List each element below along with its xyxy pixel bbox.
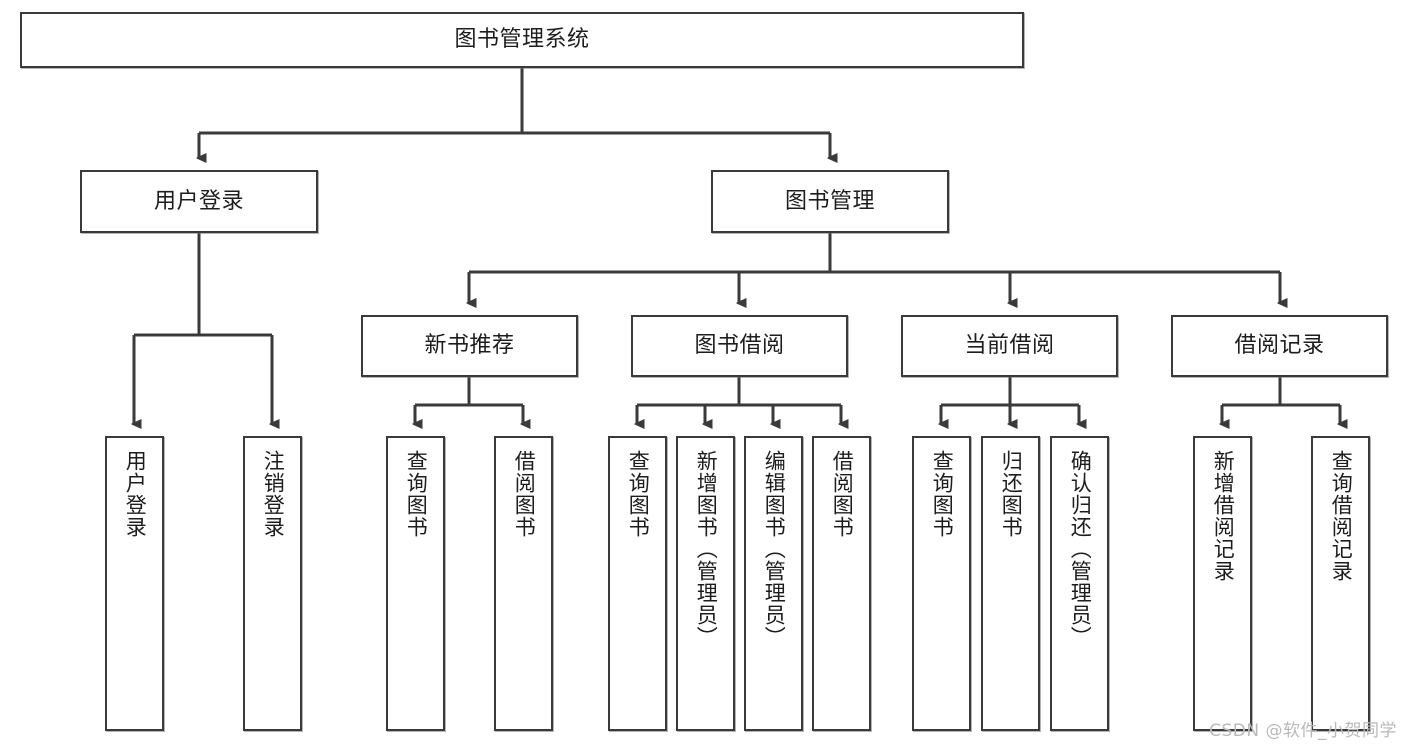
node-new-book-recommendation[interactable]: 新书推荐 [361, 315, 578, 377]
node-leaf-user-login[interactable]: 用户登录 [105, 436, 164, 731]
node-leaf-query-book-borrow[interactable]: 查询图书 [608, 436, 667, 731]
node-label: 新书推荐 [424, 333, 515, 359]
node-label: 新增借阅记录 [1211, 450, 1236, 582]
node-label: 查询图书 [626, 450, 651, 538]
node-label: 编辑图书（管理员） [762, 450, 787, 648]
node-leaf-query-book-current[interactable]: 查询图书 [912, 436, 971, 731]
node-label: 确认归还（管理员） [1068, 450, 1093, 648]
node-book-management-system[interactable]: 图书管理系统 [20, 12, 1024, 68]
node-book-borrowing[interactable]: 图书借阅 [631, 315, 848, 377]
node-label: 图书管理 [784, 188, 875, 214]
node-leaf-confirm-return-admin[interactable]: 确认归还（管理员） [1050, 436, 1109, 731]
node-user-login[interactable]: 用户登录 [80, 170, 318, 233]
node-label: 借阅记录 [1234, 333, 1325, 359]
node-leaf-query-borrow-record[interactable]: 查询借阅记录 [1311, 436, 1370, 731]
node-leaf-return-book[interactable]: 归还图书 [981, 436, 1040, 731]
node-book-management[interactable]: 图书管理 [711, 170, 949, 233]
node-label: 借阅图书 [512, 450, 537, 538]
node-borrowing-record[interactable]: 借阅记录 [1171, 315, 1388, 377]
node-label: 当前借阅 [964, 333, 1055, 359]
watermark-text: CSDN @软件_小贺同学 [1209, 721, 1397, 741]
node-label: 新增图书（管理员） [694, 450, 719, 648]
node-current-borrowing[interactable]: 当前借阅 [901, 315, 1118, 377]
node-label: 查询图书 [930, 450, 955, 538]
node-label: 借阅图书 [830, 450, 855, 538]
node-label: 图书借阅 [694, 333, 785, 359]
node-label: 图书管理系统 [454, 27, 590, 53]
node-label: 归还图书 [999, 450, 1024, 538]
node-leaf-add-borrow-record[interactable]: 新增借阅记录 [1193, 436, 1252, 731]
node-label: 注销登录 [261, 450, 286, 538]
node-leaf-borrow-book[interactable]: 借阅图书 [812, 436, 871, 731]
node-label: 用户登录 [123, 450, 148, 538]
node-label: 查询借阅记录 [1329, 450, 1354, 582]
node-leaf-logout[interactable]: 注销登录 [243, 436, 302, 731]
node-leaf-borrow-book-recommend[interactable]: 借阅图书 [494, 436, 553, 731]
node-label: 查询图书 [404, 450, 429, 538]
node-leaf-add-book-admin[interactable]: 新增图书（管理员） [676, 436, 735, 731]
node-leaf-edit-book-admin[interactable]: 编辑图书（管理员） [744, 436, 803, 731]
node-label: 用户登录 [153, 188, 244, 214]
node-leaf-query-book-recommend[interactable]: 查询图书 [386, 436, 445, 731]
